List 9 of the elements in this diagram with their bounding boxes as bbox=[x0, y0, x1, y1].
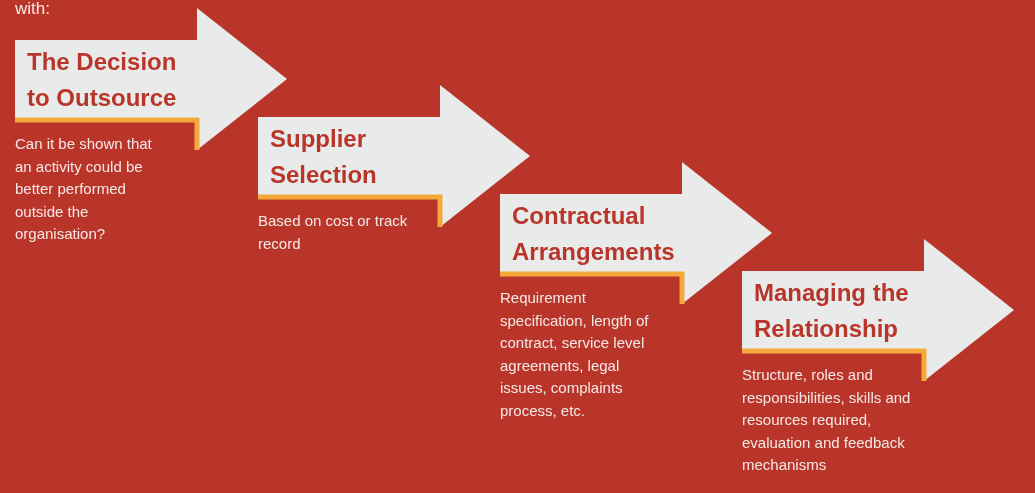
step-title: Contractual Arrangements bbox=[512, 201, 676, 267]
step-description: Structure, roles and responsibilities, skills and resources required, evaluation and feedback mechanisms bbox=[742, 365, 912, 475]
intro-text: with: bbox=[15, 0, 50, 18]
step-title: Managing the Relationship bbox=[754, 278, 910, 344]
step-description: Can it be shown that an activity could be better performed outside the organisation? bbox=[15, 134, 153, 244]
step-title: Supplier Selection bbox=[270, 124, 378, 190]
step-title: The Decision to Outsource bbox=[27, 47, 178, 113]
step-description: Requirement specification, length of contract, service level agreements, legal issues, complaints process, etc. bbox=[500, 288, 650, 421]
step-description: Based on cost or track record bbox=[258, 211, 408, 254]
